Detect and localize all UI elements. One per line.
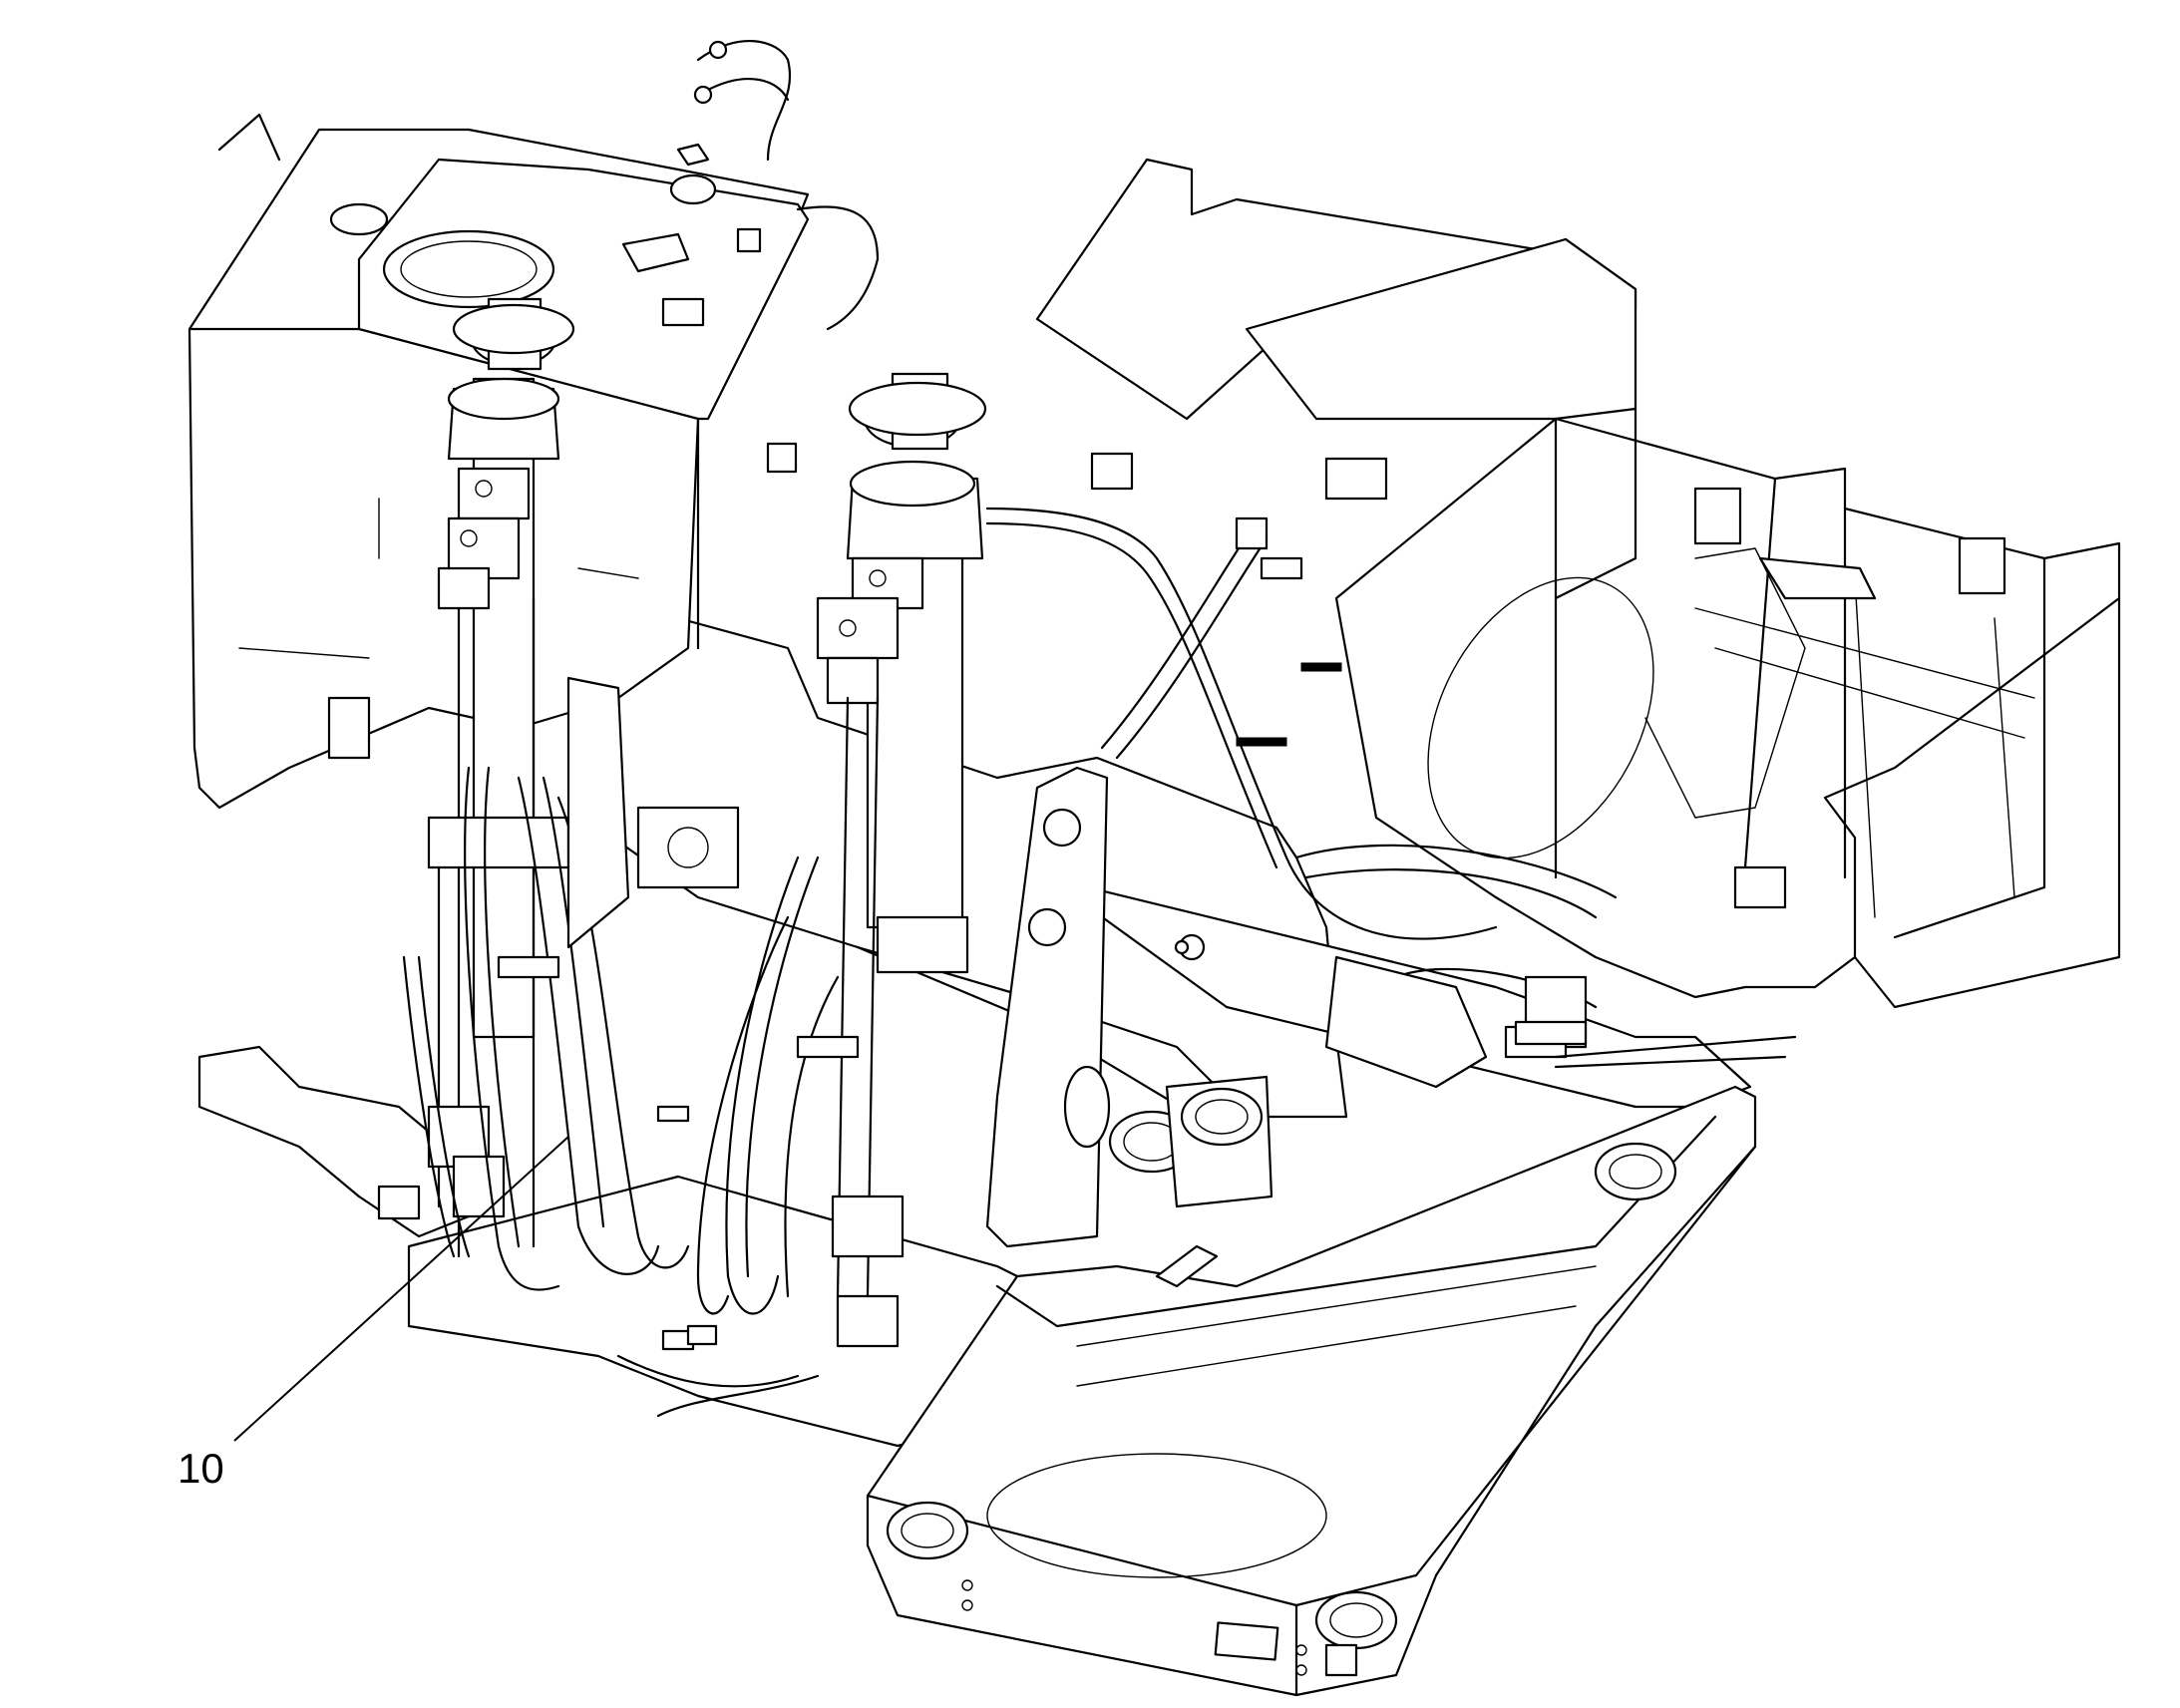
hydraulic-cylinder-left — [377, 297, 575, 1258]
fittings — [497, 40, 1588, 1351]
lower-track-frame — [866, 1075, 1757, 1697]
callout-label-10: 10 — [178, 1445, 224, 1492]
callout-leader-10 — [233, 1136, 569, 1442]
hydraulic-cylinder-right — [816, 372, 987, 1348]
rear-frame-structure — [1035, 158, 2121, 1009]
